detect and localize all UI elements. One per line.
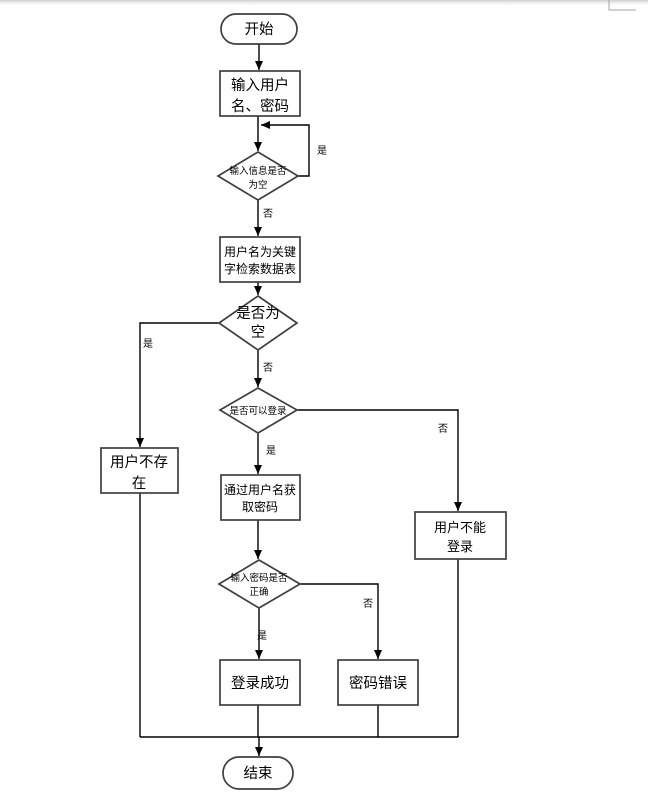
edge-label-password-no: 否 (363, 598, 373, 610)
check-input-empty-line1: 输入信息是否 (229, 165, 287, 177)
node-start: 开始 (220, 13, 298, 45)
edge-label-can-login-no: 否 (438, 423, 448, 435)
node-login-success: 登录成功 (219, 659, 301, 706)
get-password-shape (220, 474, 301, 521)
flowchart-edge-labels: 是 否 是 否 是 否 是 否 (143, 145, 448, 642)
node-end: 结束 (222, 756, 294, 790)
edge-result-empty-yes-to-not-exist (136, 322, 219, 447)
check-can-login-line1: 是否可以登录 (229, 406, 287, 417)
edge-can-login-no-to-cannot-login (297, 409, 462, 511)
edge-label-can-login-yes: 是 (266, 445, 276, 457)
start-terminator-shape (220, 13, 298, 45)
user-not-exist-line1: 用户不存 (110, 454, 168, 471)
node-input-credentials: 输入用户 名、密码 (219, 70, 301, 117)
user-not-exist-line2: 在 (132, 475, 147, 492)
node-get-password: 通过用户名获 取密码 (220, 474, 301, 521)
check-result-empty-line1: 是否为 (236, 305, 280, 322)
text-boundary-corner-icon (608, 0, 636, 11)
node-check-can-login: 是否可以登录 (218, 387, 299, 434)
input-credentials-line2: 名、密码 (231, 98, 289, 115)
login-success-label: 登录成功 (231, 675, 289, 692)
check-password-line2: 正确 (249, 586, 268, 598)
start-label: 开始 (245, 21, 274, 38)
get-password-line2: 取密码 (242, 499, 278, 514)
end-terminator-shape (222, 756, 294, 790)
password-error-shape (337, 659, 419, 706)
edge-label-result-empty-yes: 是 (143, 338, 153, 350)
check-result-empty-shape (217, 294, 299, 352)
get-password-line1: 通过用户名获 (224, 482, 296, 497)
node-check-input-empty: 输入信息是否 为空 (216, 151, 300, 201)
check-result-empty-line2: 空 (251, 324, 266, 341)
end-label: 结束 (244, 765, 273, 782)
check-input-empty-line2: 为空 (248, 179, 267, 191)
user-cannot-login-line2: 登录 (447, 539, 473, 554)
edge-label-result-empty-no: 否 (263, 362, 273, 374)
login-success-shape (219, 659, 301, 706)
flowchart-edges (136, 44, 462, 756)
edge-loop-input-empty-yes (261, 121, 310, 177)
check-password-shape (217, 559, 302, 609)
check-input-empty-shape (216, 151, 300, 201)
edge-label-input-empty-yes: 是 (317, 145, 327, 157)
edge-label-password-yes: 是 (257, 630, 267, 642)
user-not-exist-shape (100, 447, 179, 494)
search-table-line1: 用户名为关键 (224, 244, 296, 259)
search-table-shape (219, 236, 301, 283)
password-error-label: 密码错误 (349, 675, 407, 692)
user-cannot-login-line1: 用户不能 (434, 520, 486, 535)
page-top-edge (0, 0, 648, 5)
node-check-result-empty: 是否为 空 (217, 294, 299, 352)
search-table-line2: 字检索数据表 (224, 261, 296, 276)
edge-label-input-empty-no: 否 (263, 208, 273, 220)
node-password-error: 密码错误 (337, 659, 419, 706)
user-cannot-login-shape (414, 511, 507, 560)
node-search-table: 用户名为关键 字检索数据表 (219, 236, 301, 283)
input-credentials-line1: 输入用户 (231, 77, 289, 94)
node-user-not-exist: 用户不存 在 (100, 447, 179, 494)
node-user-cannot-login: 用户不能 登录 (414, 511, 507, 560)
input-credentials-shape (219, 70, 301, 117)
check-password-line1: 输入密码是否 (230, 572, 288, 584)
check-can-login-shape (218, 387, 299, 434)
edge-check-password-no-to-error (300, 583, 382, 659)
node-check-password: 输入密码是否 正确 (217, 559, 302, 609)
